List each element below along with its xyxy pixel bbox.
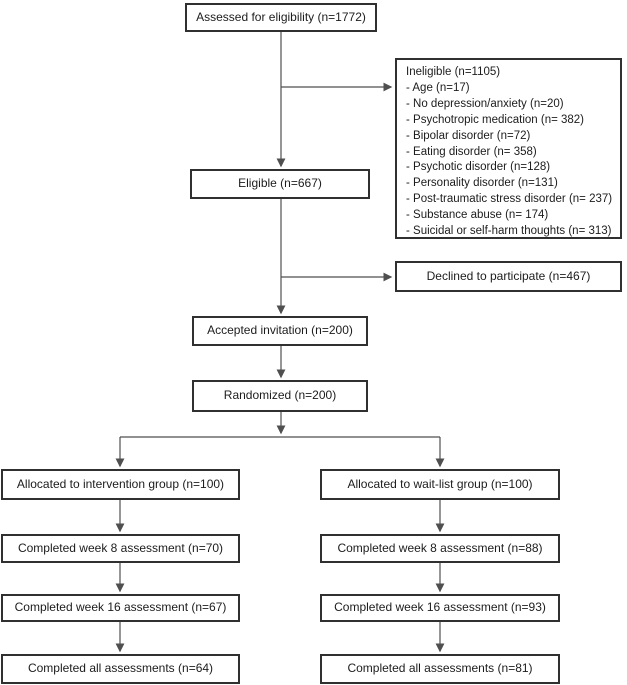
accepted-invitation-box: Accepted invitation (n=200) <box>192 316 368 346</box>
intervention-all-assessments-label: Completed all assessments (n=64) <box>27 661 214 676</box>
ineligible-item: - Age (n=17) <box>406 81 470 94</box>
intervention-week16-label: Completed week 16 assessment (n=67) <box>14 600 227 615</box>
accepted-invitation-label: Accepted invitation (n=200) <box>207 323 353 338</box>
declined-label: Declined to participate (n=467) <box>426 268 591 283</box>
intervention-week8-box: Completed week 8 assessment (n=70) <box>1 534 240 563</box>
waitlist-week16-box: Completed week 16 assessment (n=93) <box>320 594 560 622</box>
waitlist-week8-box: Completed week 8 assessment (n=88) <box>320 534 560 563</box>
waitlist-allocated-label: Allocated to wait-list group (n=100) <box>347 476 533 491</box>
assessed-eligibility-label: Assessed for eligibility (n=1772) <box>196 9 366 24</box>
eligible-box: Eligible (n=667) <box>190 169 370 199</box>
declined-box: Declined to participate (n=467) <box>395 261 622 292</box>
waitlist-all-assessments-label: Completed all assessments (n=81) <box>347 661 533 676</box>
ineligible-item: - Psychotic disorder (n=128) <box>406 161 551 174</box>
ineligible-box: Ineligible (n=1105) - Age (n=17) - No de… <box>395 58 622 239</box>
intervention-week16-box: Completed week 16 assessment (n=67) <box>1 594 240 622</box>
waitlist-allocated-box: Allocated to wait-list group (n=100) <box>320 469 560 500</box>
eligible-label: Eligible (n=667) <box>238 176 322 191</box>
ineligible-item: - Eating disorder (n= 358) <box>406 145 537 158</box>
intervention-allocated-box: Allocated to intervention group (n=100) <box>1 469 240 500</box>
intervention-allocated-label: Allocated to intervention group (n=100) <box>16 476 225 491</box>
ineligible-item: - Bipolar disorder (n=72) <box>406 129 531 142</box>
intervention-week8-label: Completed week 8 assessment (n=70) <box>17 540 224 555</box>
waitlist-all-assessments-box: Completed all assessments (n=81) <box>320 654 560 684</box>
ineligible-item: - No depression/anxiety (n=20) <box>406 97 564 110</box>
randomized-label: Randomized (n=200) <box>223 388 337 403</box>
ineligible-item: - Suicidal or self-harm thoughts (n= 313… <box>406 225 612 238</box>
ineligible-item: - Post-traumatic stress disorder (n= 237… <box>406 193 613 206</box>
waitlist-week8-label: Completed week 8 assessment (n=88) <box>337 540 543 555</box>
waitlist-week16-label: Completed week 16 assessment (n=93) <box>334 600 546 615</box>
ineligible-item: - Personality disorder (n=131) <box>406 177 558 190</box>
ineligible-item: - Substance abuse (n= 174) <box>406 209 549 222</box>
intervention-all-assessments-box: Completed all assessments (n=64) <box>1 654 240 684</box>
assessed-eligibility-box: Assessed for eligibility (n=1772) <box>185 3 377 32</box>
ineligible-title: Ineligible (n=1105) <box>406 66 501 78</box>
ineligible-item: - Psychotropic medication (n= 382) <box>406 113 585 126</box>
randomized-box: Randomized (n=200) <box>192 380 368 412</box>
